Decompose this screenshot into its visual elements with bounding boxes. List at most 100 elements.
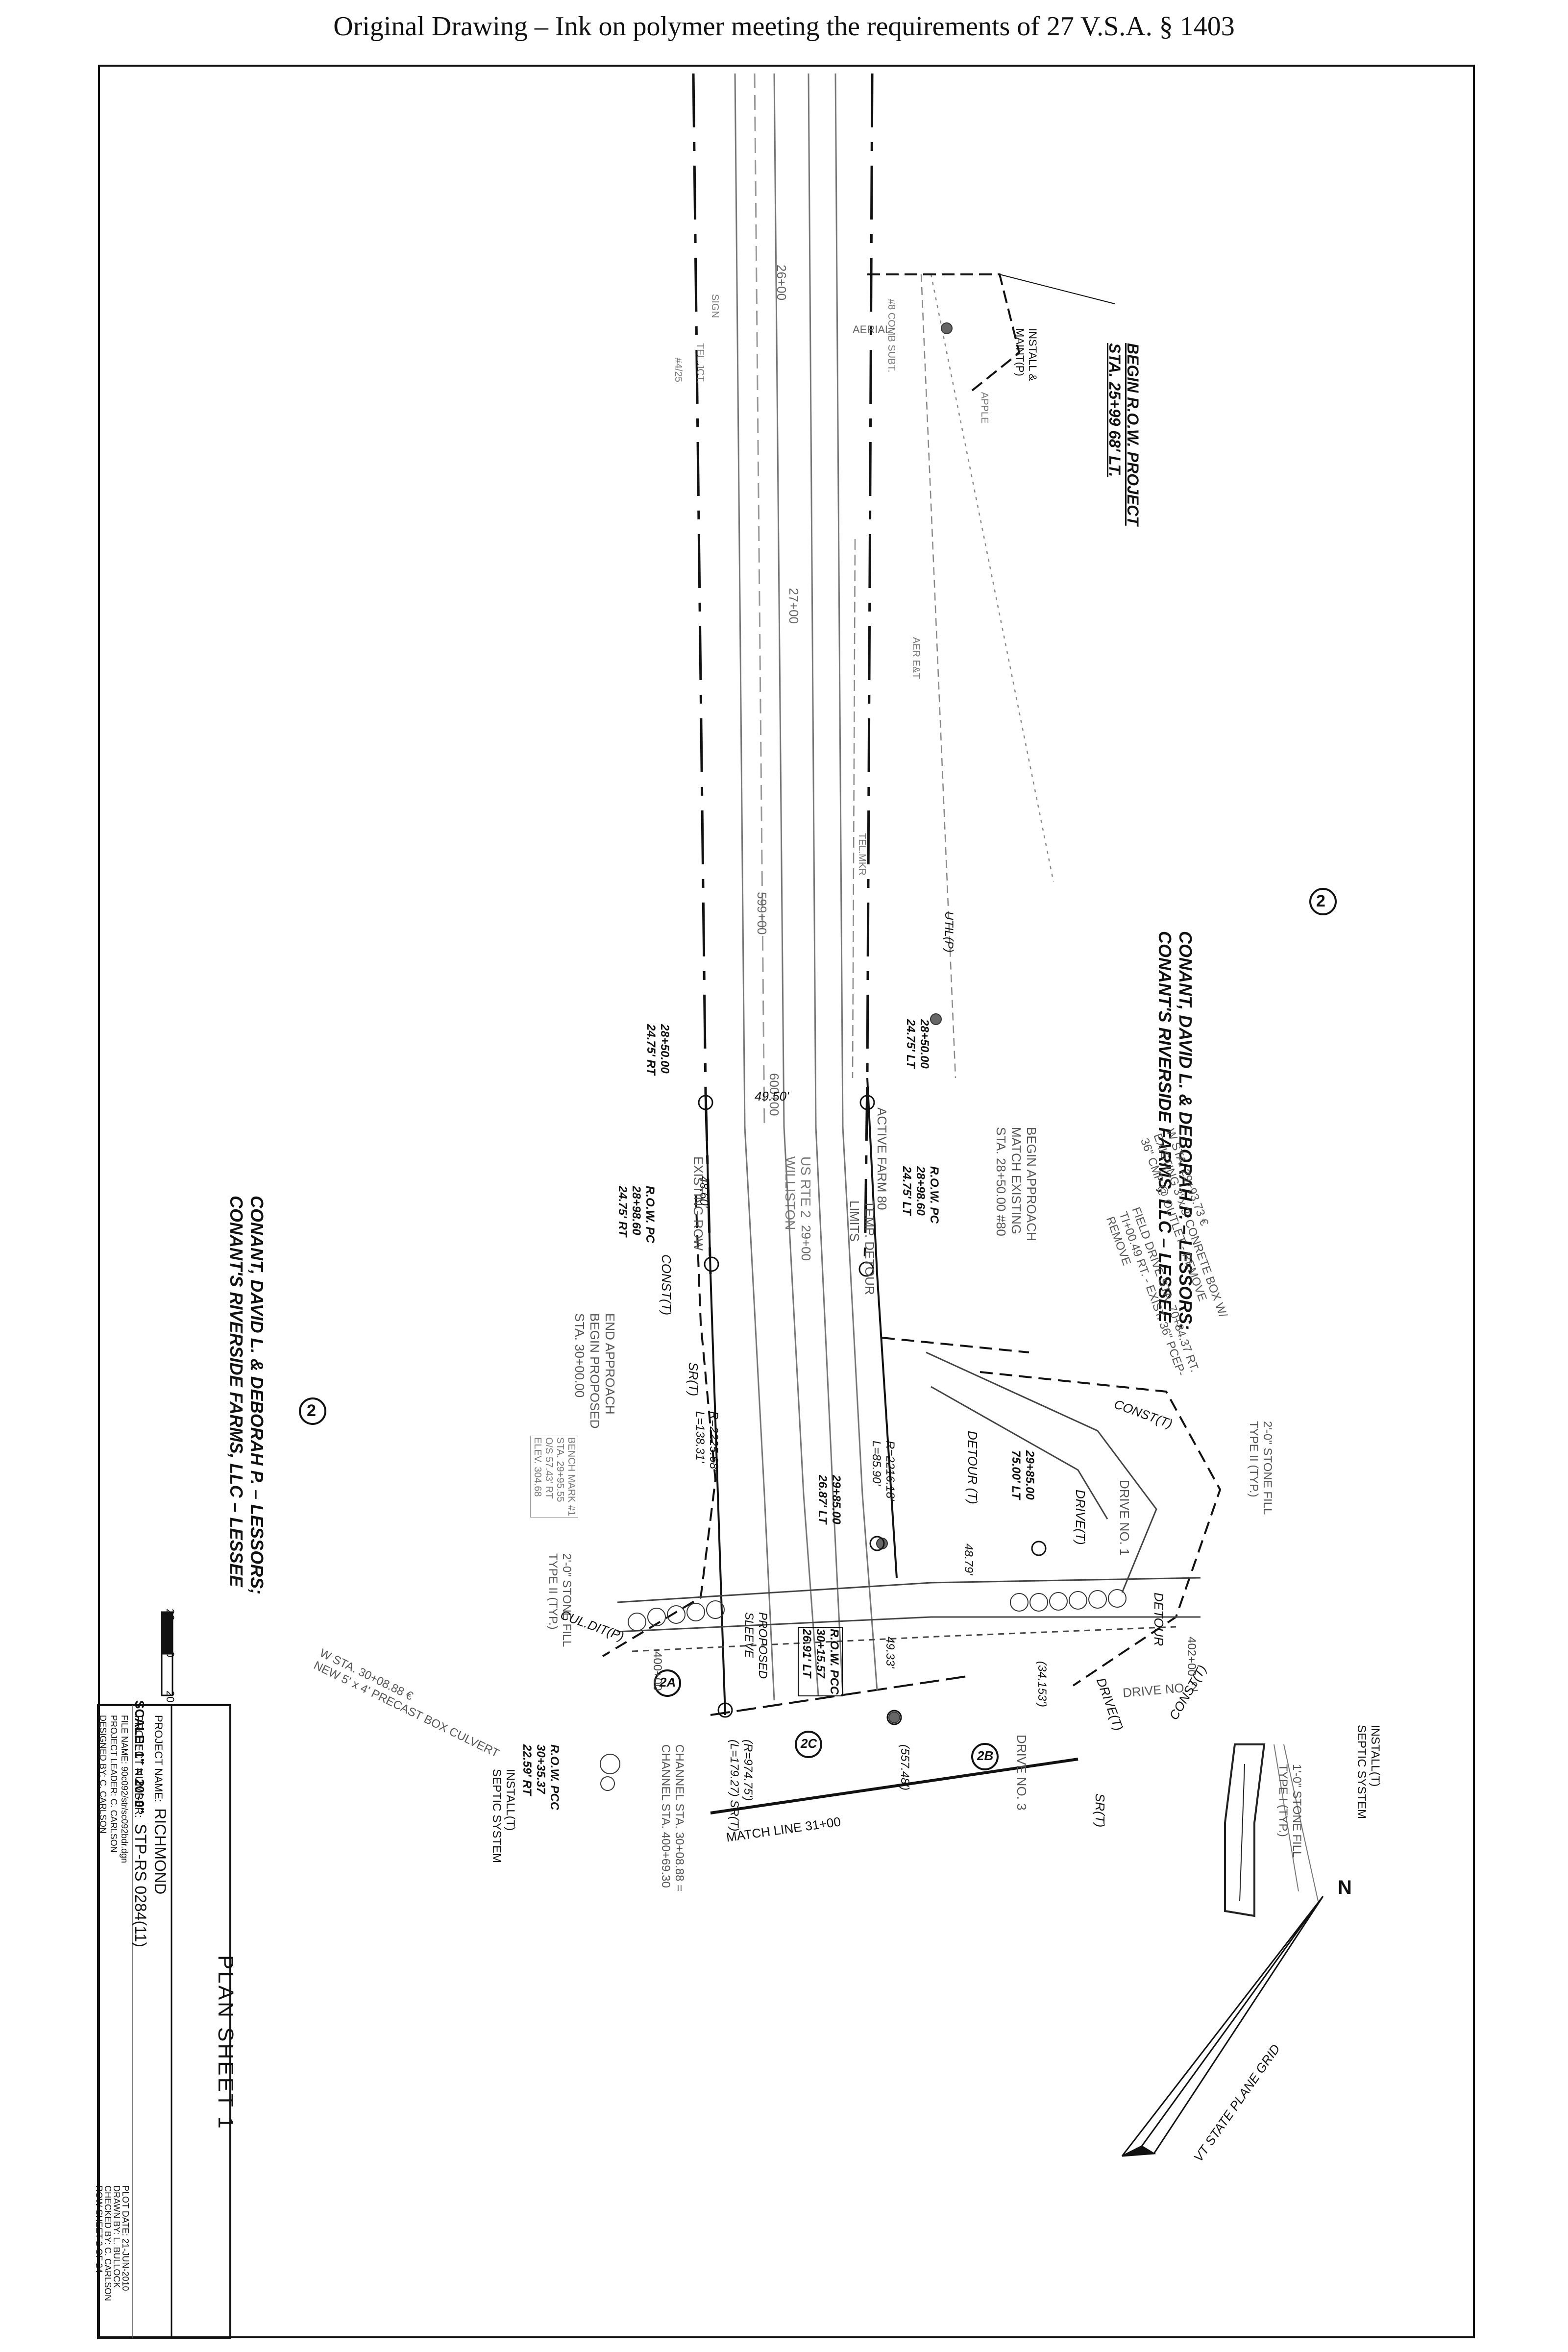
temp-detour-line-2: LIMITS (847, 1200, 862, 1242)
station-2700: 27+00 (786, 588, 801, 624)
drawn-by: DRAWN BY: L. BULLOCK (112, 2185, 122, 2288)
curve-2: R=2225.68' L=138.31' (693, 1411, 720, 1471)
title-block (97, 1704, 231, 2339)
drive-no-3: DRIVE NO. 3 (1014, 1735, 1029, 1811)
checked-by: CHECKED BY: C. CARLSON (103, 2185, 113, 2302)
stone-top-line-2: TYPE II (TYP.) (1247, 1421, 1260, 1497)
stone-fill-note-top: 2'-0" STONE FILL TYPE II (TYP.) (1247, 1421, 1274, 1515)
const-label-top: CONST(T) (1112, 1396, 1175, 1431)
row-pcc-lt-offset: 26.91' LT (800, 1629, 813, 1678)
station-2985-a: 29+85.00 26.87' LT (815, 1475, 843, 1524)
stone-right-line-1: 1'-0" STONE FILL (1290, 1764, 1303, 1858)
row-pc-rt-station: 28+98.60 (630, 1186, 643, 1235)
title-block-left: FILE NAME: 90c092/str/sc092bdr.dgn PROJE… (98, 1715, 130, 1863)
apple-label: APPLE (979, 392, 990, 424)
station-2600: 26+00 (774, 265, 789, 301)
parcel-boundary (867, 273, 1115, 393)
pole-label: #4/25 (673, 358, 684, 383)
station-2985-b: 29+85.00 75.00' LT (1009, 1450, 1036, 1500)
owner-label-bottom: CONANT, DAVID L. & DEBORAH P. – LESSORS;… (226, 1196, 267, 1594)
begin-approach-note: BEGIN APPROACH MATCH EXISTING STA. 28+50… (993, 1127, 1039, 1241)
channel-note: CHANNEL STA. 30+08.88 = CHANNEL STA. 400… (659, 1744, 686, 1891)
sign-label: SIGN (710, 294, 720, 318)
existing-row-label: EXISTING ROW (691, 1156, 706, 1251)
row-pcc-rt: R.O.W. PCC 30+35.37 22.59' RT (520, 1744, 561, 1810)
stone-right-line-2: TYPE I (TYP.) (1276, 1764, 1290, 1837)
scale-tick-1: 20 (164, 1609, 176, 1621)
channel-line-2: CHANNEL STA. 400+69.30 (659, 1744, 672, 1888)
stone-left-line-1: 2'-0" STONE FILL (560, 1553, 573, 1647)
new-culvert-line-1: W STA. 30+08.88 € (318, 1646, 416, 1703)
row-pc-lt-station: 28+98.60 (914, 1166, 927, 1216)
util-label: UTIL(P) (942, 911, 956, 953)
new-culvert-note: W STA. 30+08.88 € NEW 5' x 4' PRECAST BO… (311, 1646, 507, 1761)
septic-right-line-2: SEPTIC SYSTEM (1355, 1725, 1368, 1819)
row-2850-rt-offset: 24.75' RT (644, 1024, 658, 1075)
match-line (710, 1758, 1078, 1814)
dim-153: (34.153') (1035, 1661, 1049, 1707)
bench-mark-line-4: ELEV. 304.68 (532, 1437, 543, 1497)
sleeve-line-2: SLEEVE (742, 1612, 756, 1658)
proposed-sleeve: PROPOSED SLEEVE (742, 1612, 769, 1679)
drive-no-1: DRIVE NO. 1 (1117, 1480, 1132, 1556)
bench-mark-line-3: O/S 57.43' RT (543, 1437, 554, 1499)
stone-fill (600, 1589, 1127, 1791)
parcel-number-top: 2 (1316, 892, 1325, 910)
active-farm-label: ACTIVE FARM 80 (875, 1107, 889, 1210)
north-grid-label: VT STATE PLANE GRID (1191, 2041, 1283, 2165)
road-edges (734, 73, 878, 1701)
driveways (617, 1351, 1201, 1652)
bench-mark-line-1: BENCH MARK #1 (566, 1437, 577, 1517)
install-line-2: MAINT(P) (1014, 328, 1026, 376)
title-block-right: PLOT DATE: 21-JUN-2010 DRAWN BY: L. BULL… (94, 2185, 130, 2302)
owner-line-1: CONANT, DAVID L. & DEBORAH P. – LESSORS; (247, 1196, 267, 1595)
end-approach-line-2: BEGIN PROPOSED (588, 1313, 602, 1429)
right-of-way-lines (692, 73, 971, 1716)
temp-detour-label: TEMP. DETOUR LIMITS (847, 1200, 877, 1295)
row-2850-lt: 28+50.00 24.75' LT (904, 1019, 931, 1069)
drawing-frame (98, 65, 1475, 2338)
row-pcc-rt-station: 30+35.37 (534, 1744, 547, 1794)
curve-974-radius: (R=974.75') (741, 1740, 755, 1801)
stone-left-line-2: TYPE II (TYP.) (546, 1553, 560, 1630)
row-2850-lt-station: 28+50.00 (918, 1019, 931, 1069)
curve-1-length: L=85.90' (870, 1441, 883, 1486)
row-pc-rt-title: R.O.W. PC (643, 1186, 657, 1243)
north-arrow-icon (1121, 1896, 1324, 2157)
dim-4950: 49.50' (755, 1089, 789, 1103)
curve-2-length: L=138.31' (693, 1411, 707, 1463)
station-2985-a-station: 29+85.00 (830, 1475, 843, 1524)
aer-label: AER E&T (910, 637, 921, 679)
row-pcc-rt-offset: 22.59' RT (520, 1744, 534, 1795)
row-pc-lt: R.O.W. PC 28+98.60 24.75' LT (900, 1166, 941, 1224)
project-name-label: PROJECT NAME: (152, 1715, 165, 1803)
road-direction: WILLISTON (783, 1156, 798, 1230)
utility-poles (876, 322, 953, 1723)
sheet-title: PLAN SHEET 1 (214, 1955, 238, 2131)
row-2850-rt-station: 28+50.00 (658, 1024, 671, 1074)
begin-row-label: BEGIN R.O.W. PROJECT STA. 25+99 68' LT. (1105, 343, 1142, 526)
tag-circles (299, 888, 1337, 1770)
end-approach-note: END APPROACH BEGIN PROPOSED STA. 30+00.0… (572, 1313, 617, 1429)
row-sheet: ROW SHEET 2 OF 24 (94, 2185, 104, 2273)
row-pcc-lt-title: R.O.W. PCC (828, 1629, 841, 1695)
tel-mkr-label: TEL.MKR (857, 833, 867, 876)
road-name: US RTE 2 (798, 1156, 813, 1218)
station-2985-b-offset: 75.00' LT (1009, 1450, 1023, 1499)
septic-system (1224, 1743, 1319, 1917)
station-2985-b-station: 29+85.00 (1023, 1450, 1036, 1500)
new-culvert-line-2: NEW 5' x 4' PRECAST BOX CULVERT (311, 1659, 501, 1761)
file-name: FILE NAME: 90c092/str/sc092bdr.dgn (120, 1715, 129, 1863)
dim-557: (557.48') (898, 1744, 911, 1790)
begin-approach-line-1: BEGIN APPROACH (1024, 1127, 1039, 1241)
row-points (698, 1095, 1047, 1725)
sr-t-label-right: SR(T) (1093, 1793, 1107, 1828)
row-2850-rt: 28+50.00 24.75' RT (644, 1024, 671, 1075)
comb-label: #8 COMB SUBT. (886, 299, 897, 373)
channel-line-1: CHANNEL STA. 30+08.88 = (673, 1744, 686, 1892)
curve-1-radius: R=2216.18' (883, 1441, 897, 1501)
detour-label: DETOUR (1152, 1592, 1166, 1646)
project-leader: PROJECT LEADER: C. CARLSON (109, 1715, 119, 1853)
